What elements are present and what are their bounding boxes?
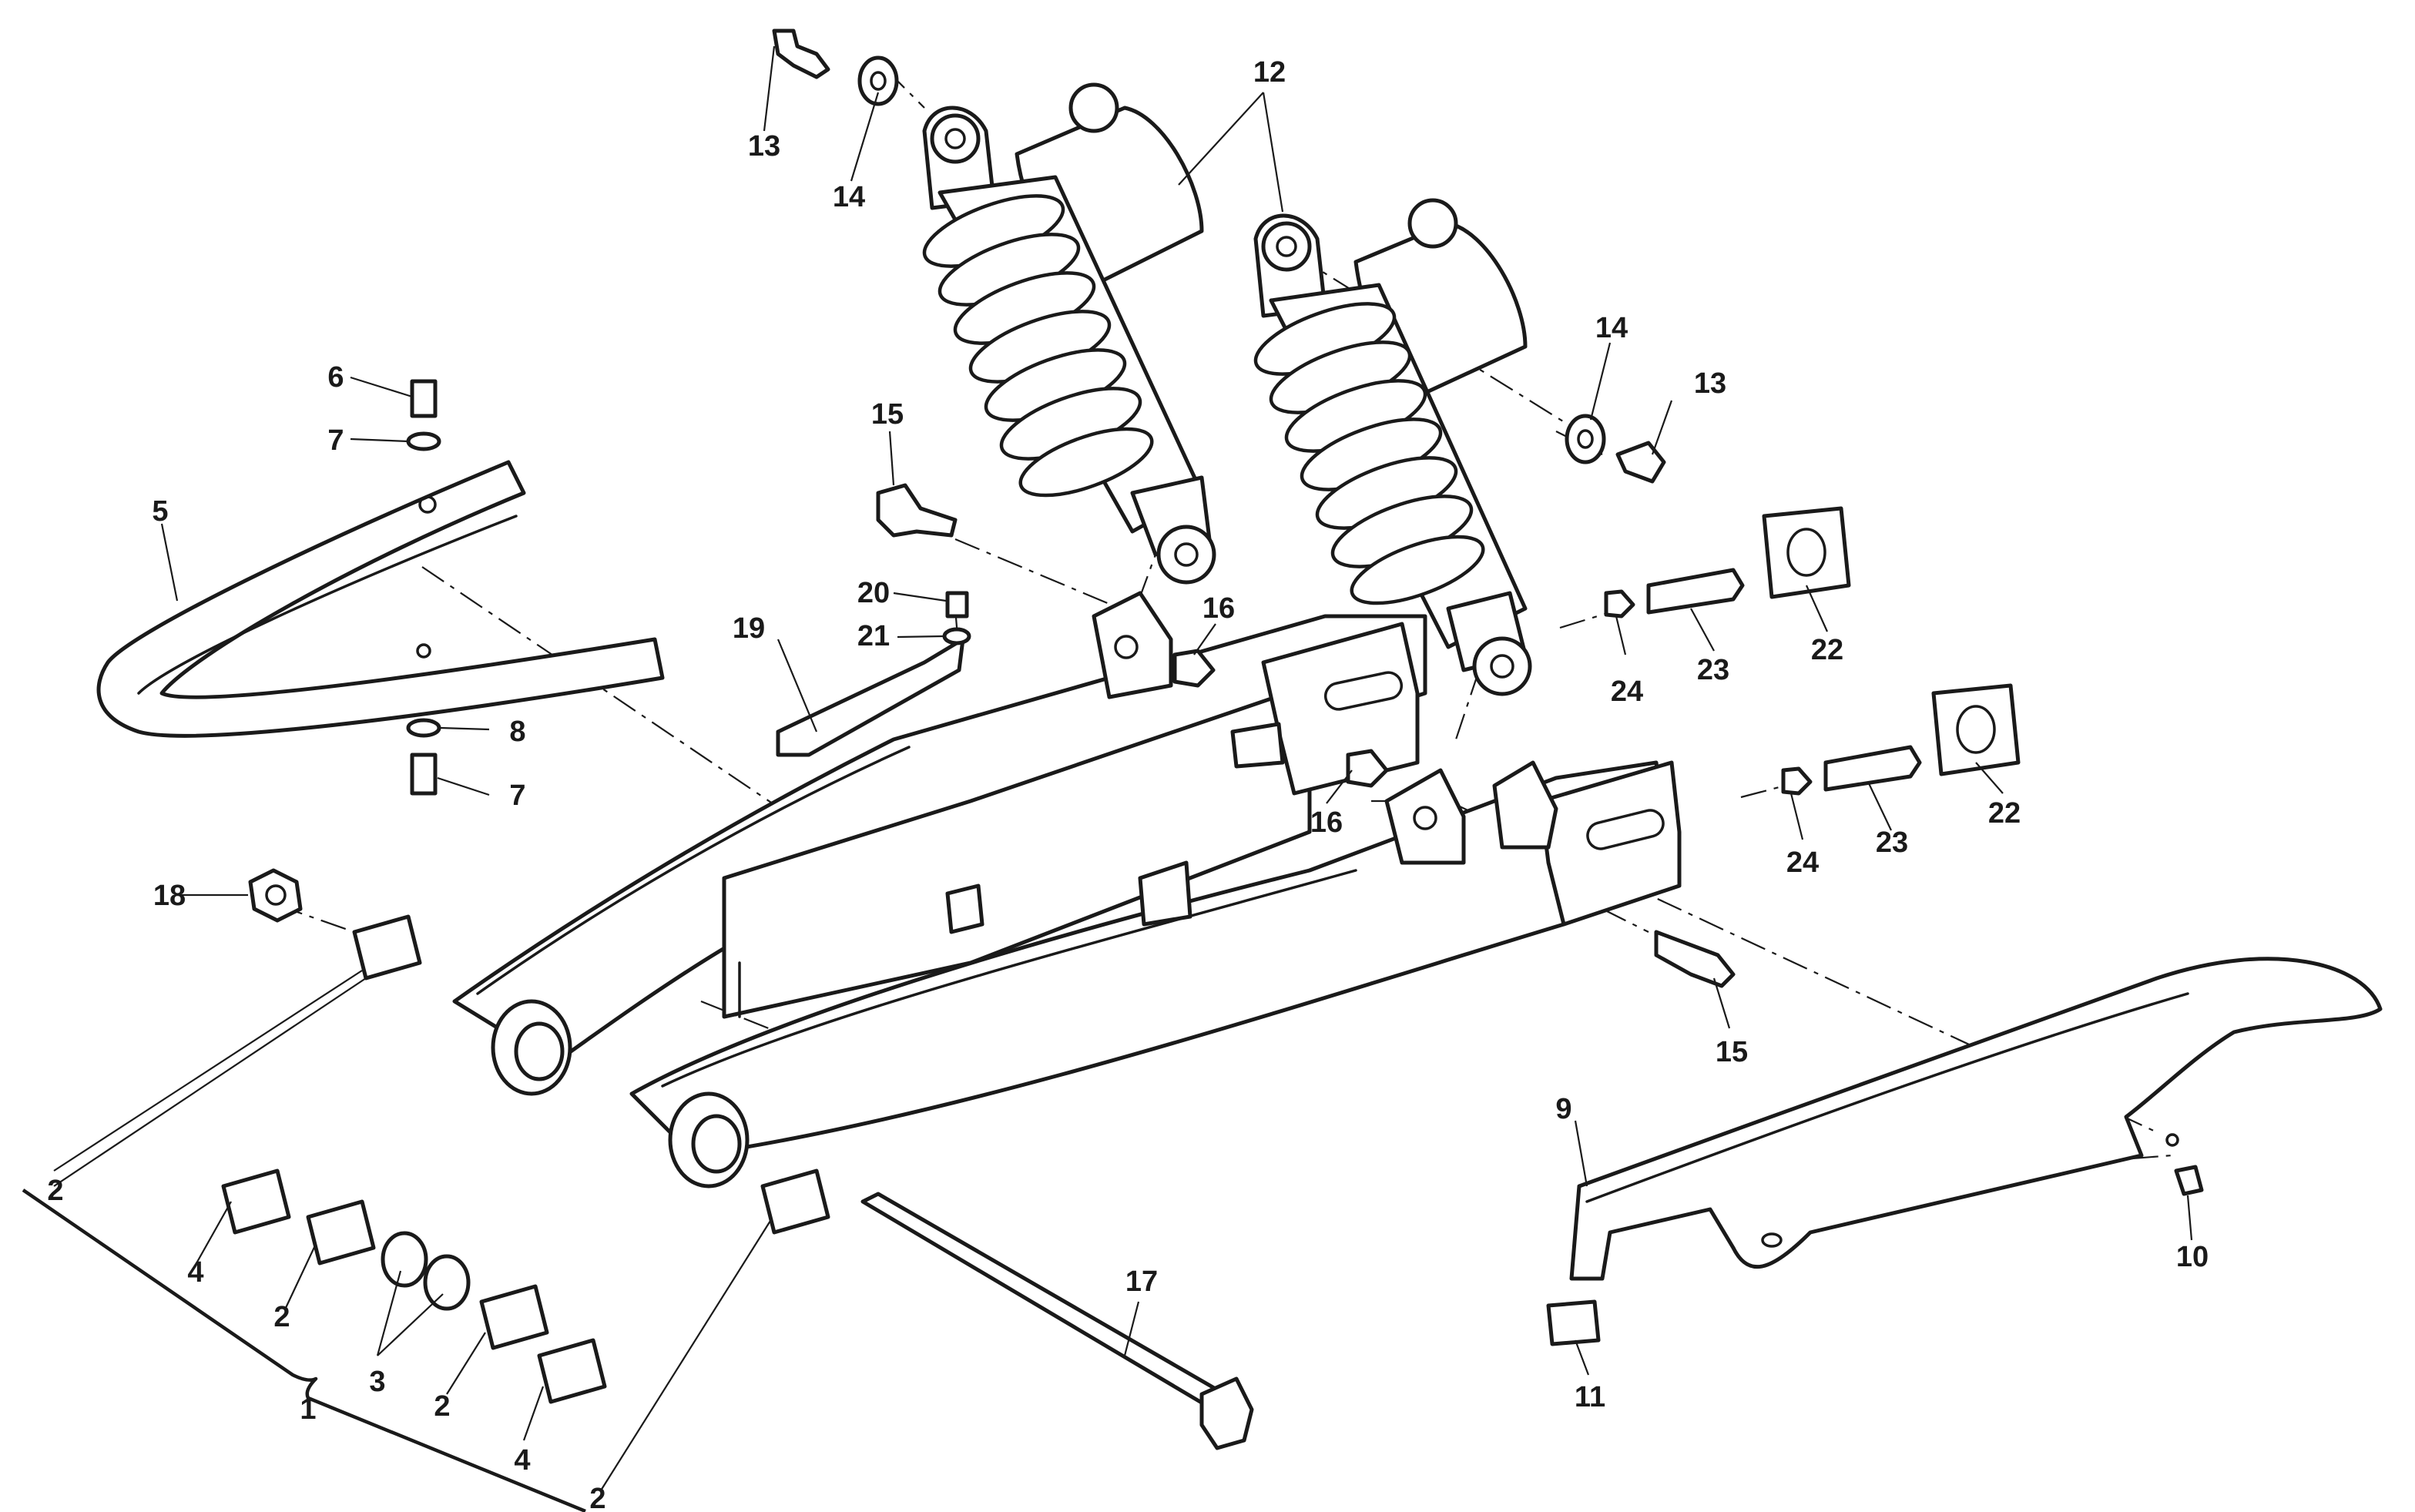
bolt-13-right [1615,441,1666,484]
bushing-kit [221,914,830,1404]
shock-right-spring [1253,302,1485,605]
pivot-axle-17 [860,1192,1254,1450]
washer-14-left [857,55,899,106]
callout-21: 21 [857,620,890,652]
callout-2: 2 [273,1301,290,1333]
callout-9: 9 [1555,1093,1571,1125]
callout-14: 14 [833,181,865,213]
nut-16-right [1346,749,1389,788]
callout-2: 2 [434,1390,450,1423]
callout-labels: 1 2 2 2 2 3 4 4 5 6 7 7 8 9 10 11 12 13 … [47,56,2209,1512]
washer-21 [942,627,971,645]
callout-12: 12 [1253,56,1286,89]
bracket-19 [776,637,965,757]
washer-7-top [406,431,441,451]
washer-14-right [1565,414,1606,464]
shock-absorber-right [1253,198,1532,696]
swingarm [452,591,1682,1188]
callout-22: 22 [1811,634,1843,666]
callout-15: 15 [1716,1036,1748,1068]
callout-10: 10 [2176,1241,2209,1273]
callout-13: 13 [748,130,780,163]
washer-8 [406,718,441,738]
small-parts [221,28,2204,1450]
callout-16: 16 [1310,806,1343,839]
callout-6: 6 [327,361,344,394]
adjuster-bolt-23-upper [1646,568,1745,615]
bolt-13-left [772,28,830,79]
shock-left-spring [922,194,1154,498]
chain-slider [96,460,665,738]
callout-20: 20 [857,577,890,609]
pad-11 [1546,1299,1601,1346]
bolt-15-left [876,483,958,538]
callout-11: 11 [1575,1381,1605,1413]
adjuster-nut-24-upper [1604,589,1635,619]
callout-7: 7 [509,779,525,812]
callout-24: 24 [1611,676,1643,708]
callout-4: 4 [187,1256,203,1289]
callout-1: 1 [300,1393,316,1426]
callout-23: 23 [1697,654,1729,686]
callout-22: 22 [1988,797,2021,830]
leader-lines [53,45,2193,1491]
callout-16: 16 [1202,592,1235,625]
callout-18: 18 [153,880,186,912]
bolt-7-bottom [410,753,438,796]
callout-13: 13 [1694,367,1726,400]
nut-18 [248,868,303,923]
chain-guard [1569,957,2383,1281]
adjuster-plate-22-upper [1762,506,1851,599]
bolt-15-right [1654,930,1736,988]
adjuster-bolt-23-lower [1823,745,1922,792]
kit-bracket-1 [22,1188,586,1512]
callout-3: 3 [369,1366,385,1398]
nut-16-left [1172,649,1216,688]
callout-7: 7 [327,424,344,457]
adjuster-plate-22-lower [1931,683,2021,776]
shock-absorber-left [922,82,1216,585]
adjuster-nut-24-lower [1781,766,1813,796]
callout-5: 5 [152,495,168,528]
callout-2: 2 [589,1483,605,1512]
bolt-6 [410,379,438,418]
callout-24: 24 [1786,847,1819,879]
bolt-10 [2174,1165,2204,1196]
callout-4: 4 [514,1444,530,1477]
callout-23: 23 [1876,826,1908,859]
callout-8: 8 [509,716,525,748]
callout-2: 2 [47,1175,63,1207]
bolt-20 [945,591,969,619]
callout-15: 15 [871,398,904,431]
callout-17: 17 [1125,1266,1158,1298]
callout-19: 19 [733,612,765,645]
callout-14: 14 [1595,312,1628,344]
